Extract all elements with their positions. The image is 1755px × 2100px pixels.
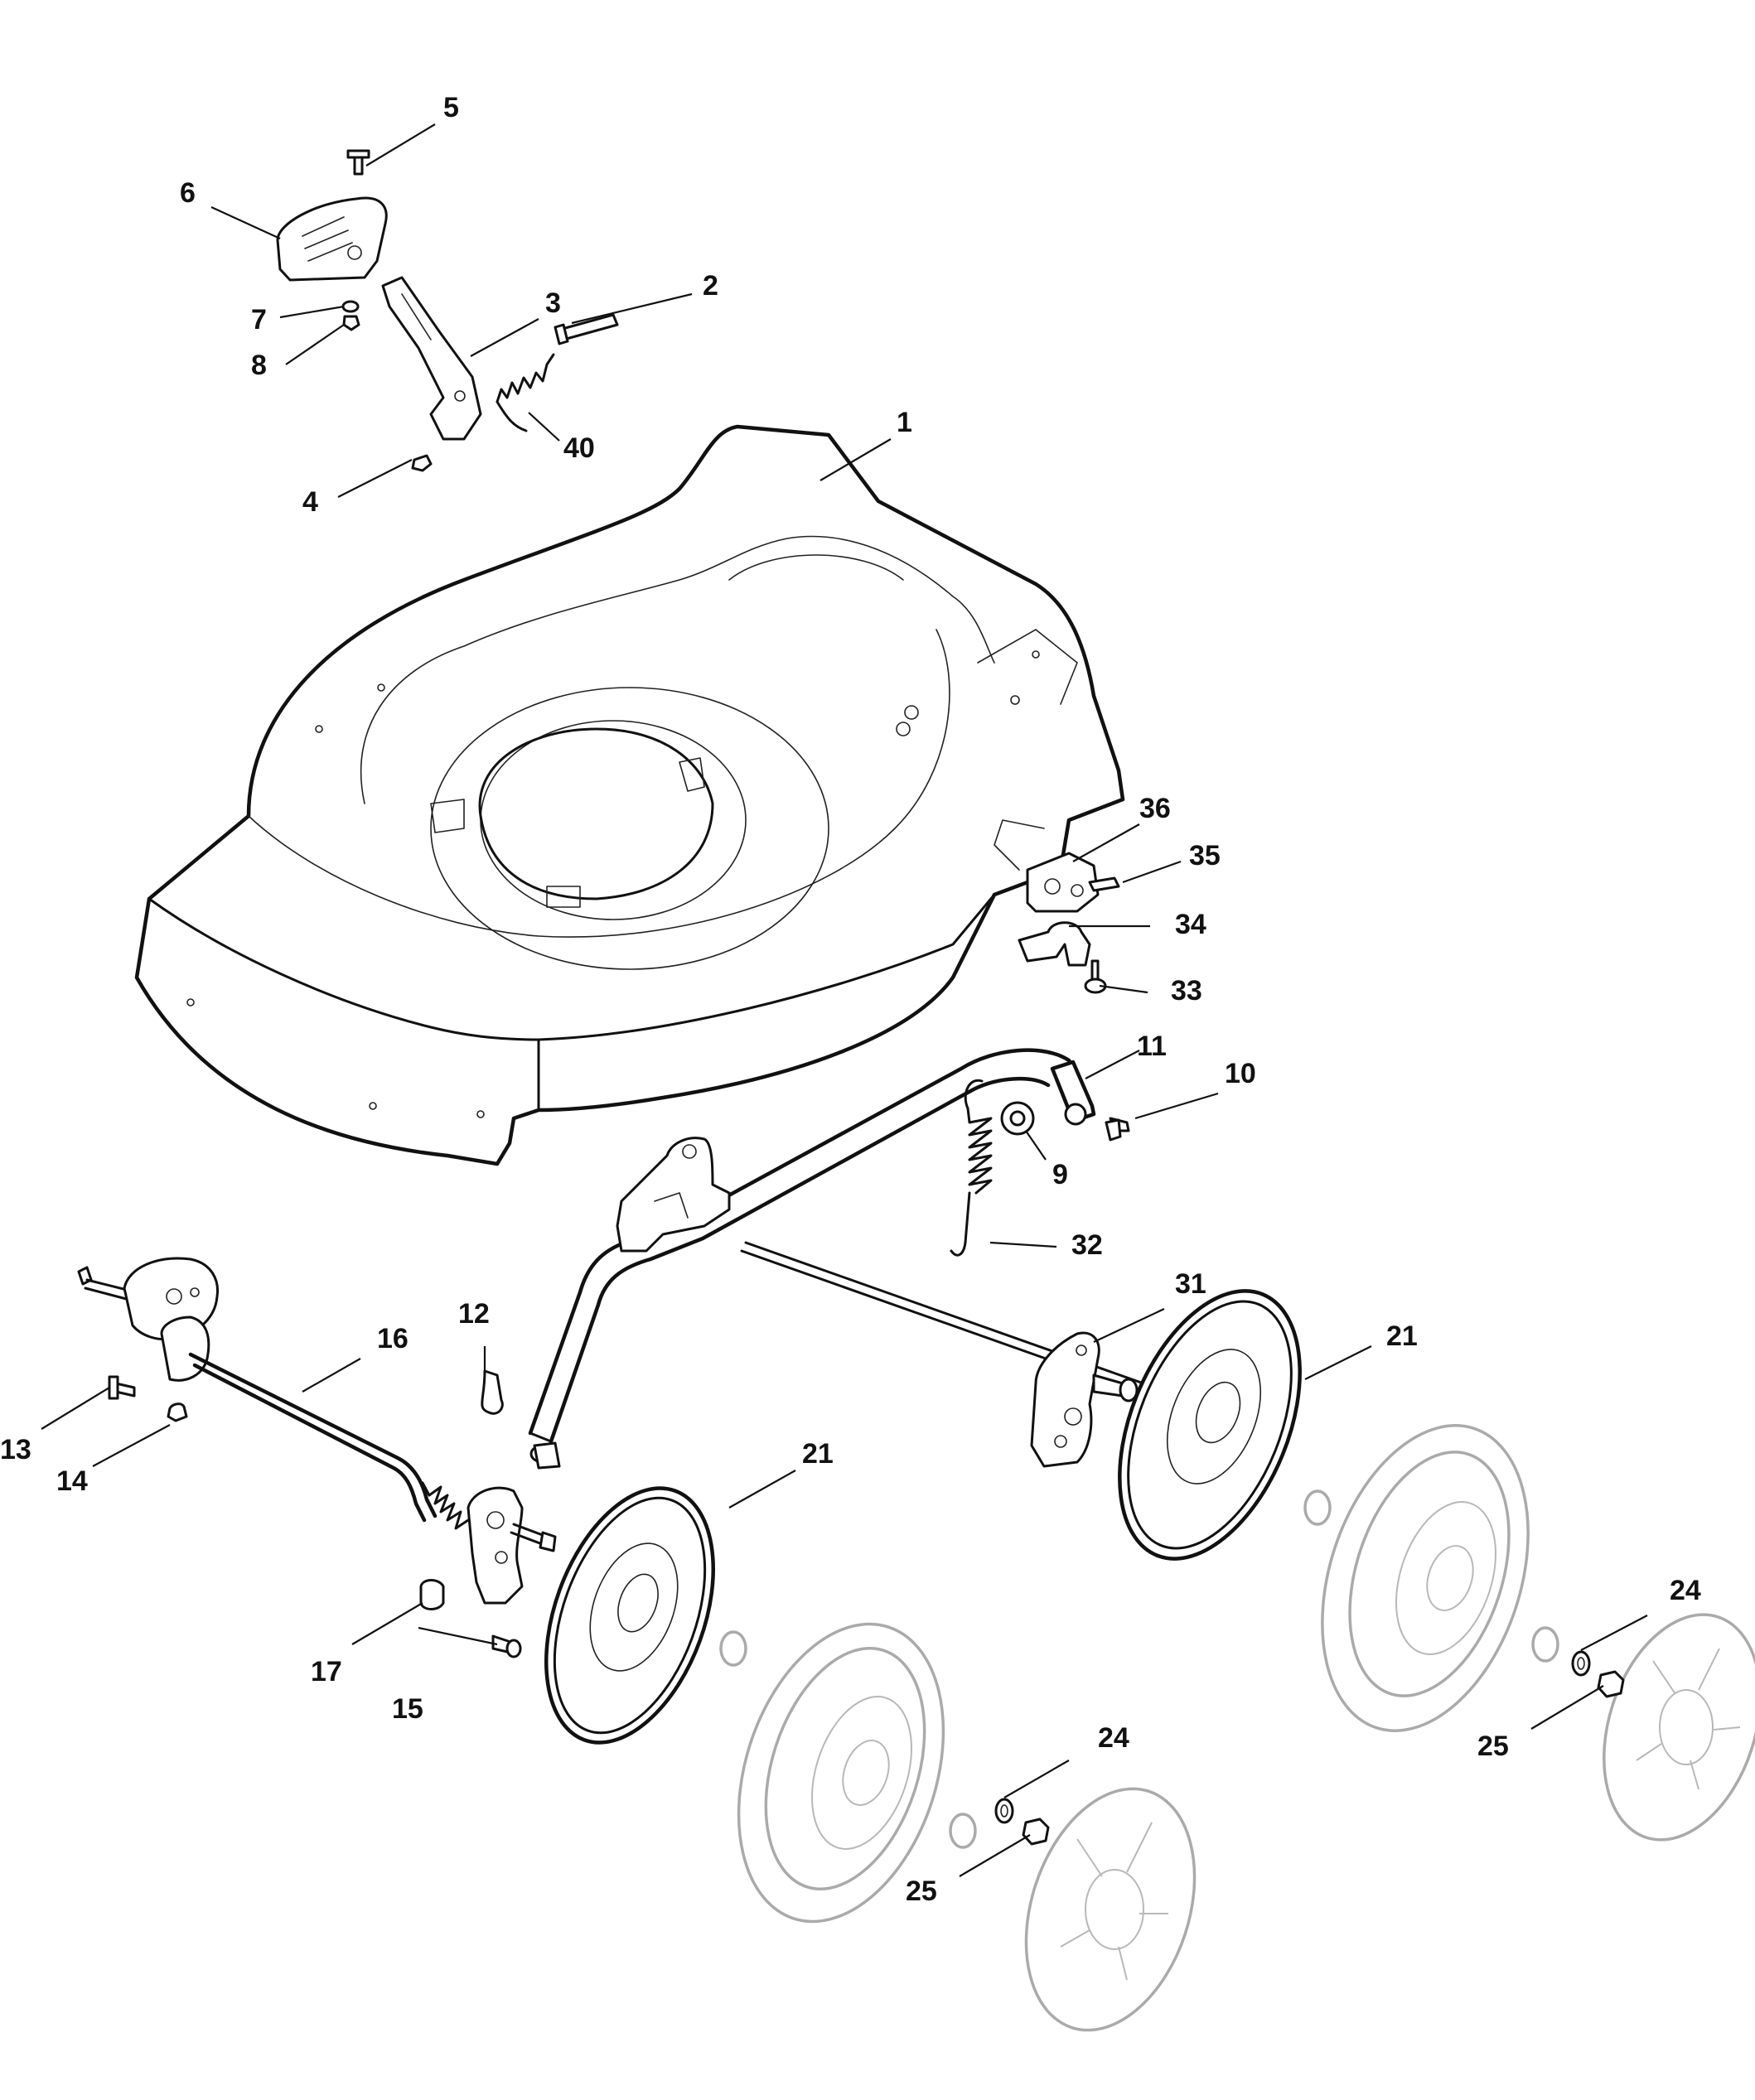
ghost-hubcap-rear [1603, 1613, 1755, 1842]
label-25-front: 25 [906, 1876, 937, 1907]
label-10: 10 [1225, 1058, 1256, 1089]
label-40: 40 [563, 432, 595, 464]
label-16: 16 [377, 1323, 409, 1354]
label-36: 36 [1139, 793, 1171, 824]
label-12: 12 [458, 1298, 490, 1330]
ghost-wheel-front [719, 1622, 977, 1924]
label-33: 33 [1171, 975, 1202, 1007]
label-14: 14 [56, 1465, 88, 1497]
label-3: 3 [545, 287, 561, 319]
label-34: 34 [1175, 909, 1206, 940]
label-17: 17 [311, 1656, 342, 1687]
mower-deck [134, 424, 1125, 1166]
label-21-front: 21 [802, 1438, 834, 1470]
front-axle-assembly [77, 1257, 557, 1658]
label-4: 4 [302, 486, 318, 518]
washers-nuts [994, 1650, 1625, 1846]
label-13: 13 [0, 1434, 31, 1465]
label-25-rear: 25 [1477, 1731, 1509, 1762]
label-5: 5 [443, 92, 459, 123]
ghost-wheel-rear [1303, 1424, 1559, 1732]
leader-lines [41, 123, 1648, 1877]
label-7: 7 [251, 304, 267, 336]
label-31: 31 [1175, 1268, 1206, 1300]
ghost-hubcap-front [1024, 1787, 1197, 2032]
label-24-front: 24 [1098, 1722, 1129, 1754]
height-adjust-lever [276, 149, 619, 472]
wheel-cover-rear [1118, 1289, 1302, 1561]
part-labels: 1 2 3 4 5 6 7 8 9 10 11 12 13 14 15 16 1… [0, 92, 1701, 1907]
label-2: 2 [703, 270, 718, 302]
rear-axle-assembly [528, 1048, 1145, 1470]
label-21-rear: 21 [1386, 1320, 1418, 1352]
label-15: 15 [392, 1693, 423, 1725]
label-35: 35 [1189, 840, 1221, 871]
rear-brackets [1018, 852, 1120, 994]
label-11: 11 [1137, 1031, 1167, 1062]
label-24-rear: 24 [1670, 1575, 1701, 1606]
label-1: 1 [897, 407, 912, 438]
wheel-cover-front [544, 1486, 715, 1745]
label-9: 9 [1052, 1159, 1068, 1190]
label-8: 8 [251, 350, 267, 381]
label-32: 32 [1071, 1229, 1103, 1261]
label-6: 6 [180, 177, 196, 209]
